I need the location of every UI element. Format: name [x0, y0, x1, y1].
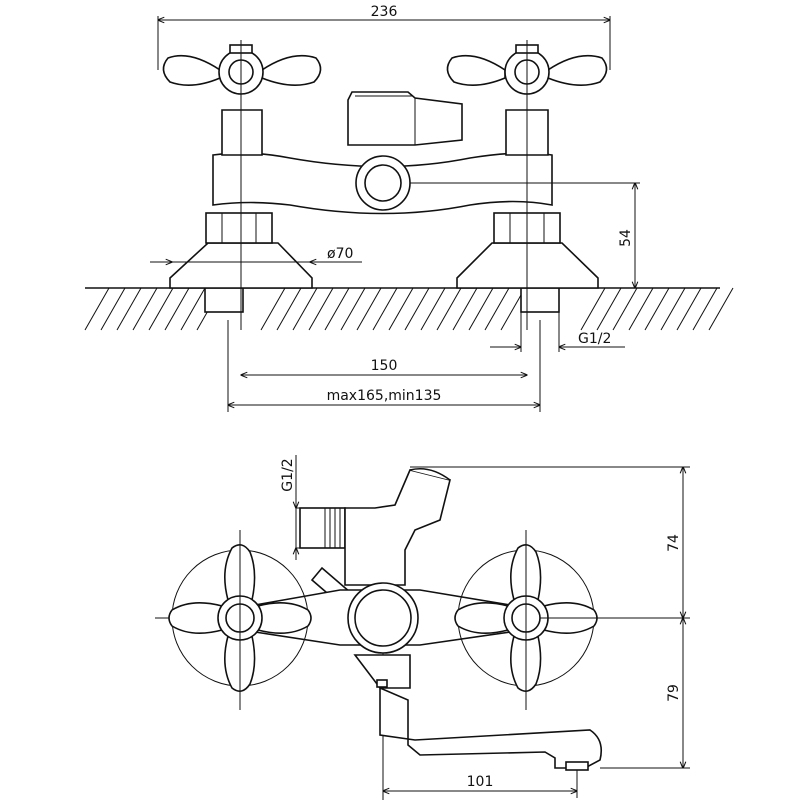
- dim-overall-width-label: 236: [371, 4, 398, 20]
- right-handle: [446, 40, 608, 330]
- dim-spout-reach-label: 101: [467, 774, 494, 790]
- right-handle-plan: [454, 530, 598, 710]
- plan-spout: [353, 654, 603, 771]
- plan-view: G1/2 74 79 101: [155, 455, 690, 800]
- shower-outlet: [299, 467, 451, 586]
- mixer-body: [212, 91, 553, 215]
- dim-height-center: 54: [410, 183, 640, 288]
- wall-section: [84, 287, 734, 331]
- dim-spout-reach: 101: [383, 770, 577, 798]
- dim-overall-width: 236: [158, 4, 610, 70]
- dim-diverter-height-label: 74: [666, 534, 682, 552]
- dim-center-range: max165,min135: [228, 320, 540, 412]
- left-escutcheon: [169, 212, 313, 289]
- dim-thread-side-label: G1/2: [280, 458, 296, 491]
- dim-center-range-label: max165,min135: [327, 388, 442, 404]
- front-view: 236 ø70 54 G1/2 150: [84, 4, 734, 412]
- dim-thread-top: G1/2: [490, 288, 625, 352]
- wall-hatching: [84, 287, 734, 331]
- dim-thread-side: G1/2: [280, 455, 345, 560]
- dim-escutcheon-diameter: ø70: [150, 246, 362, 262]
- dim-thread-top-label: G1/2: [578, 331, 611, 347]
- inlet-pipes: [204, 287, 560, 313]
- dim-escutcheon-diameter-label: ø70: [327, 246, 353, 262]
- dim-diverter-height: 74: [410, 467, 690, 618]
- left-handle-plan: [168, 530, 312, 710]
- dim-spout-drop: 79: [600, 618, 690, 768]
- dim-height-center-label: 54: [618, 229, 634, 247]
- dim-center-distance-label: 150: [371, 358, 398, 374]
- dim-spout-drop-label: 79: [666, 684, 682, 702]
- left-handle: [162, 40, 322, 330]
- dim-center-distance: 150: [241, 358, 527, 375]
